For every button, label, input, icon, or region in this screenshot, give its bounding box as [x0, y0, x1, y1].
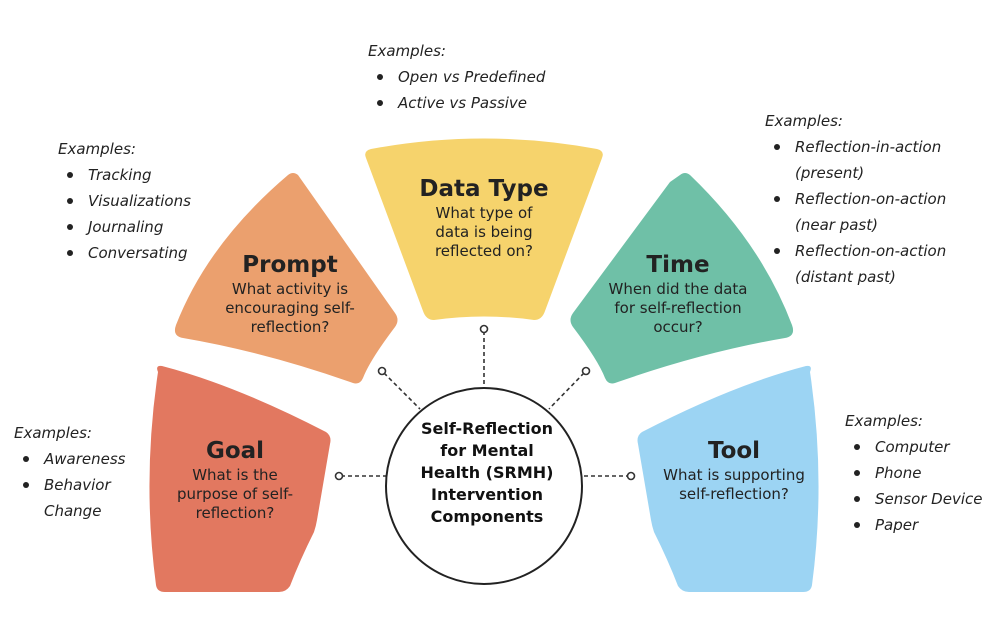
list-item-text: Active vs Passive — [398, 94, 528, 112]
list-item: Sensor Device — [845, 486, 995, 512]
list-item: Reflection-in-action (present) — [765, 134, 995, 186]
center-label-line: Self-Reflection — [420, 419, 554, 438]
list-item: Awareness — [14, 446, 154, 472]
examples-prompt-header: Examples: — [58, 140, 136, 158]
list-item-text: Open vs Predefined — [398, 68, 546, 86]
connector-dot-tool — [626, 471, 636, 481]
examples-goal-header: Examples: — [14, 424, 92, 442]
center-label-line: for Mental — [440, 441, 534, 460]
connector-time — [548, 372, 585, 410]
connector-ends — [334, 324, 636, 481]
component-time: Time When did the data for self-reflecti… — [583, 250, 773, 337]
list-item: Paper — [845, 512, 995, 538]
component-time-question-line: for self-reflection — [614, 299, 742, 317]
component-goal-question-line: reflection? — [195, 504, 275, 522]
component-goal-question-line: What is the — [192, 466, 278, 484]
connector-prompt — [383, 372, 421, 410]
list-item-text: Awareness — [44, 450, 126, 468]
component-goal-title: Goal — [205, 438, 265, 464]
center-label-line: Intervention — [431, 485, 543, 504]
examples-prompt-list: Tracking Visualizations Journaling Conve… — [58, 162, 228, 266]
examples-tool: Examples: Computer Phone Sensor Device P… — [845, 408, 995, 538]
examples-tool-header: Examples: — [845, 412, 923, 430]
component-data-type-question-line: data is being — [435, 223, 533, 241]
list-item-text: Conversating — [88, 244, 188, 262]
component-data-type-title: Data Type — [419, 176, 549, 202]
list-item: Reflection-on-action (near past) — [765, 186, 995, 238]
examples-time: Examples: Reflection-in-action (present) … — [765, 108, 995, 290]
list-item: Journaling — [58, 214, 228, 240]
examples-data-type-list: Open vs Predefined Active vs Passive — [368, 64, 588, 116]
list-item-text: Journaling — [88, 218, 164, 236]
segment-prompt — [174, 173, 398, 384]
segment-tool — [637, 365, 819, 592]
list-item-text: Change — [44, 502, 102, 520]
list-item-text: Tracking — [88, 166, 152, 184]
component-tool-title: Tool — [707, 438, 761, 464]
segment-data-type — [365, 138, 603, 320]
list-item-text: Paper — [875, 516, 919, 534]
list-item-text: Phone — [875, 464, 922, 482]
examples-prompt: Examples: Tracking Visualizations Journa… — [58, 136, 228, 266]
component-tool: Tool What is supporting self-reflection? — [646, 436, 822, 504]
component-time-question-line: When did the data — [608, 280, 748, 298]
list-item: Tracking — [58, 162, 228, 188]
component-data-type: Data Type What type of data is being ref… — [399, 174, 569, 261]
list-item-text: Reflection-on-action — [795, 190, 947, 208]
list-item: Active vs Passive — [368, 90, 588, 116]
component-time-title: Time — [646, 252, 710, 278]
center-label-line: Health (SRMH) — [420, 463, 554, 482]
connector-dot-time — [581, 366, 591, 376]
list-item: Conversating — [58, 240, 228, 266]
component-prompt-question-line: reflection? — [250, 318, 330, 336]
component-data-type-question-line: reflected on? — [434, 242, 534, 260]
list-item: Computer — [845, 434, 995, 460]
examples-time-list: Reflection-in-action (present) Reflection… — [765, 134, 995, 290]
examples-data-type-header: Examples: — [368, 42, 446, 60]
list-item: Reflection-on-action (distant past) — [765, 238, 995, 290]
connector-dot-data-type — [479, 324, 489, 334]
segment-goal — [149, 365, 331, 592]
list-item-text: Behavior — [44, 476, 111, 494]
component-time-question-line: occur? — [653, 318, 703, 336]
component-prompt-title: Prompt — [242, 252, 338, 278]
list-item-text: Reflection-in-action — [795, 138, 942, 156]
list-item-text: Sensor Device — [875, 490, 983, 508]
center-circle — [385, 387, 583, 585]
list-item-text: (present) — [795, 164, 865, 182]
list-item-text: Reflection-on-action — [795, 242, 947, 260]
component-tool-question-line: self-reflection? — [679, 485, 789, 503]
component-prompt-question-line: What activity is — [231, 280, 349, 298]
center-label-line: Components — [430, 507, 544, 526]
component-prompt-question-line: encouraging self- — [225, 299, 355, 317]
connector-dot-goal — [334, 471, 344, 481]
examples-time-header: Examples: — [765, 112, 843, 130]
list-item: Open vs Predefined — [368, 64, 588, 90]
connectors — [341, 331, 629, 477]
component-tool-question-line: What is supporting — [663, 466, 805, 484]
list-item-text: Computer — [875, 438, 950, 456]
list-item-text: (distant past) — [795, 268, 896, 286]
segment-time — [570, 173, 794, 384]
examples-data-type: Examples: Open vs Predefined Active vs P… — [368, 38, 588, 116]
list-item-text: (near past) — [795, 216, 878, 234]
component-goal: Goal What is the purpose of self- reflec… — [160, 436, 310, 523]
component-goal-question-line: purpose of self- — [176, 485, 293, 503]
component-prompt: Prompt What activity is encouraging self… — [205, 250, 375, 337]
list-item: Phone — [845, 460, 995, 486]
component-data-type-question-line: What type of — [435, 204, 533, 222]
connector-dot-prompt — [377, 366, 387, 376]
list-item-text: Visualizations — [88, 192, 191, 210]
list-item: Visualizations — [58, 188, 228, 214]
center-label: Self-Reflection for Mental Health (SRMH)… — [392, 418, 582, 528]
examples-tool-list: Computer Phone Sensor Device Paper — [845, 434, 995, 538]
